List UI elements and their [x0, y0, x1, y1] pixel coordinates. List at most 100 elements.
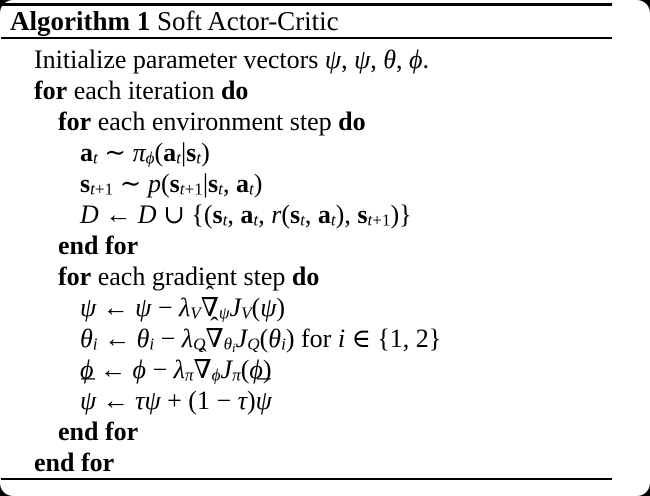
- token-op: ←: [97, 324, 137, 353]
- algorithm-line: end for: [0, 447, 650, 478]
- hat-accented-symbol: ˆ∇: [200, 281, 219, 322]
- token-vs: t: [330, 210, 336, 230]
- token-kw: do: [338, 107, 366, 136]
- token-txt: ,: [258, 200, 272, 229]
- token-v: J: [220, 355, 233, 384]
- token-txt: ,: [341, 45, 355, 74]
- token-vs: i: [281, 334, 286, 354]
- token-op: ∈: [345, 324, 378, 353]
- token-vs: i: [149, 334, 155, 354]
- token-kw: do: [291, 262, 320, 291]
- token-op: ←: [96, 293, 136, 322]
- token-txt: ,: [304, 200, 318, 229]
- token-kw: end for: [58, 231, 139, 260]
- token-b: a: [80, 138, 93, 167]
- token-ss: +1: [94, 179, 114, 199]
- token-op: +: [160, 386, 189, 415]
- token-v: i: [337, 324, 346, 353]
- token-cal: D: [137, 200, 157, 229]
- token-kw: for: [34, 76, 68, 105]
- token-b: a: [240, 200, 254, 229]
- token-txt: ,: [227, 200, 241, 229]
- token-ss: +1: [372, 210, 391, 230]
- algorithm-line: end for: [0, 230, 650, 261]
- token-txt: ),: [335, 200, 358, 229]
- token-v: λ: [173, 355, 185, 384]
- token-op: ∼: [113, 169, 148, 198]
- token-v: λ: [181, 324, 194, 353]
- token-txt: ): [253, 169, 263, 198]
- algorithm-line: for each gradient step do: [0, 261, 650, 292]
- token-v: p: [147, 169, 161, 198]
- token-b: a: [317, 200, 331, 229]
- token-vss: i: [232, 339, 236, 355]
- bar-accented-symbol: ¯ψ: [80, 374, 97, 415]
- token-v: ψ: [144, 386, 161, 415]
- token-txt: (: [160, 169, 170, 198]
- token-vs: t: [176, 148, 181, 168]
- token-vs: t: [248, 179, 254, 199]
- token-op: ∼: [97, 138, 133, 167]
- token-txt: ): [201, 138, 210, 167]
- algorithm-number-label: Algorithm 1: [10, 6, 151, 36]
- token-vs: t: [179, 179, 185, 199]
- token-txt: each environment step: [91, 107, 339, 136]
- token-v: ϕ: [409, 45, 423, 74]
- algorithm-line: st+1 ∼ p(st+1|st, at): [0, 168, 650, 199]
- algorithm-line: at ∼ πϕ(at|st): [0, 137, 650, 168]
- token-txt: each iteration: [67, 76, 221, 105]
- token-vs: ϕ: [211, 365, 221, 385]
- token-txt: each gradient step: [91, 262, 292, 291]
- algorithm-line: D ← D ∪ {(st, at, r(st, at), st+1)}: [0, 199, 650, 230]
- token-cal: D: [80, 200, 99, 229]
- algorithm-line: Initialize parameter vectors ψ, ¯ψ, θ, ϕ…: [0, 35, 650, 75]
- token-vs: t: [196, 148, 202, 168]
- token-txt: .: [422, 45, 429, 74]
- token-op: −: [216, 386, 238, 415]
- token-op: −: [145, 355, 174, 384]
- algorithm-line: for each iteration do: [0, 75, 650, 106]
- token-v: ϕ: [132, 355, 146, 384]
- token-b: s: [289, 200, 301, 229]
- algorithm-body: Initialize parameter vectors ψ, ¯ψ, θ, ϕ…: [0, 35, 650, 478]
- token-v: ϕ: [249, 355, 263, 384]
- token-v: τ: [135, 386, 145, 415]
- token-txt: (1: [188, 386, 217, 415]
- token-op: ←: [93, 355, 133, 384]
- algorithm-title: Algorithm 1 Soft Actor-Critic: [10, 7, 640, 36]
- token-op: ←: [98, 200, 138, 229]
- token-txt: ,: [222, 169, 236, 198]
- token-vs: V: [190, 303, 201, 323]
- token-vs: θ: [223, 334, 233, 354]
- token-v: J: [235, 324, 248, 353]
- token-vs: t: [90, 179, 95, 199]
- top-rule: [1, 3, 612, 6]
- token-txt: {1, 2}: [377, 324, 442, 353]
- token-txt: |: [202, 169, 209, 198]
- algorithm-line: end for: [0, 416, 650, 447]
- bottom-rule: [1, 478, 612, 480]
- token-v: r: [271, 200, 282, 229]
- token-kw: end for: [34, 448, 115, 477]
- algorithm-name-label: Soft Actor-Critic: [150, 6, 339, 36]
- token-vs: ϕ: [145, 148, 155, 168]
- token-v: ψ: [260, 293, 277, 322]
- token-op: ←: [96, 386, 136, 415]
- token-b: s: [169, 169, 180, 198]
- token-v: θ: [383, 45, 396, 74]
- token-txt: (: [259, 324, 269, 353]
- token-vs: t: [218, 179, 223, 199]
- token-vs: π: [232, 365, 241, 385]
- token-v: ψ: [80, 293, 97, 322]
- token-vs: i: [92, 334, 98, 354]
- token-vs: t: [253, 210, 259, 230]
- token-txt: |: [180, 138, 187, 167]
- token-v: θ: [80, 324, 93, 353]
- token-vs: t: [93, 148, 98, 168]
- token-txt: (: [240, 355, 250, 384]
- token-v: τ: [237, 386, 247, 415]
- token-vs: t: [222, 210, 228, 230]
